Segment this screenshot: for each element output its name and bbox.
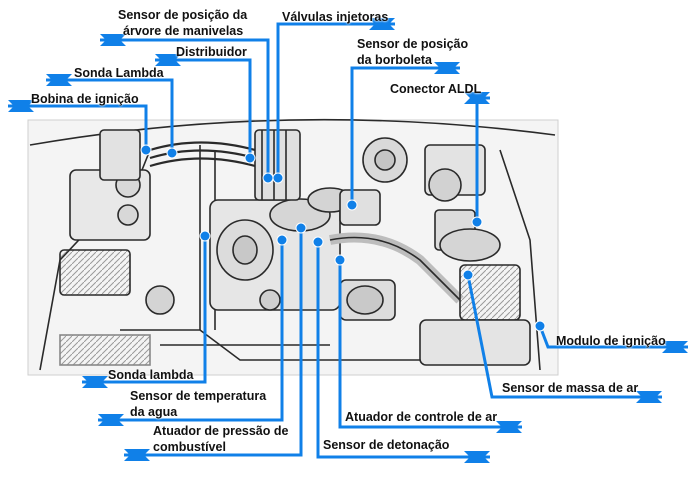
target-dot-detonacao [312, 236, 324, 248]
arrow-tail-icon [100, 34, 126, 46]
label-sensor-posicao-manivelas-1: Sensor de posição da [118, 8, 248, 22]
target-dot-aldl [471, 216, 483, 228]
target-dot-bobina [140, 144, 152, 156]
leader-line-modulo [538, 325, 688, 349]
leader-line-valvulas [276, 22, 395, 178]
label-valvulas-injetoras: Válvulas injetoras [282, 10, 389, 24]
leader-line-bobina [8, 104, 148, 150]
target-dot-massa-ar [462, 269, 474, 281]
leader-line-pressao [124, 228, 303, 457]
arrow-tail-icon [496, 421, 522, 433]
arrow-tail-icon [369, 18, 395, 30]
leader-line-borboleta [350, 66, 460, 205]
leader-lines [8, 18, 688, 463]
target-dot-temperatura [276, 234, 288, 246]
leader-line-manivelas [100, 38, 270, 178]
target-dot-sonda-top [166, 147, 178, 159]
target-dot-borboleta [346, 199, 358, 211]
label-sensor-massa-ar: Sensor de massa de ar [502, 381, 639, 395]
label-atuador-pressao-1: Atuador de pressão de [153, 424, 289, 438]
arrow-tail-icon [124, 449, 150, 461]
arrow-tail-icon [464, 451, 490, 463]
label-sensor-posicao-borboleta-2: da borboleta [357, 53, 433, 67]
leader-line-detonacao [316, 242, 490, 459]
arrow-tail-icon [434, 62, 460, 74]
arrow-tail-icon [464, 92, 490, 104]
arrow-tail-icon [8, 100, 34, 112]
leader-line-distribuidor [155, 58, 252, 158]
leader-line-sonda-bottom [82, 236, 207, 384]
leader-line-temperatura [98, 240, 284, 422]
target-dot-modulo [534, 320, 546, 332]
label-atuador-controle-ar: Atuador de controle de ar [345, 410, 498, 424]
target-dot-manivelas [262, 172, 274, 184]
arrow-tail-icon [46, 74, 72, 86]
label-atuador-pressao-2: combustível [153, 440, 226, 454]
arrow-tail-icon [82, 376, 108, 388]
label-sonda-lambda-bottom: Sonda lambda [108, 368, 194, 382]
label-sensor-temperatura-2: da agua [130, 405, 178, 419]
label-sensor-posicao-manivelas-2: árvore de manivelas [123, 24, 244, 38]
leader-line-massa-ar [466, 274, 662, 399]
target-dot-distribuidor [244, 152, 256, 164]
arrow-tail-icon [98, 414, 124, 426]
arrow-tail-icon [155, 54, 181, 66]
label-conector-aldl: Conector ALDL [390, 82, 482, 96]
label-sensor-detonacao: Sensor de detonação [323, 438, 450, 452]
target-dot-pressao [295, 222, 307, 234]
label-sensor-posicao-borboleta-1: Sensor de posição [357, 37, 469, 51]
target-dot-controle-ar [334, 254, 346, 266]
target-dot-valvulas [272, 172, 284, 184]
label-bobina-ignicao: Bobina de ignição [31, 92, 139, 106]
label-sonda-lambda-top: Sonda Lambda [74, 66, 164, 80]
engine-illustration [27, 118, 559, 376]
leader-line-sonda-top [46, 78, 174, 153]
target-dot-sonda-bottom [199, 230, 211, 242]
leader-line-controle-ar [338, 260, 522, 429]
arrow-tail-icon [662, 341, 688, 353]
label-modulo-ignicao: Modulo de ignição [556, 334, 666, 348]
arrow-tail-icon [636, 391, 662, 403]
label-distribuidor: Distribuidor [176, 45, 247, 59]
label-sensor-temperatura-1: Sensor de temperatura [130, 389, 267, 403]
